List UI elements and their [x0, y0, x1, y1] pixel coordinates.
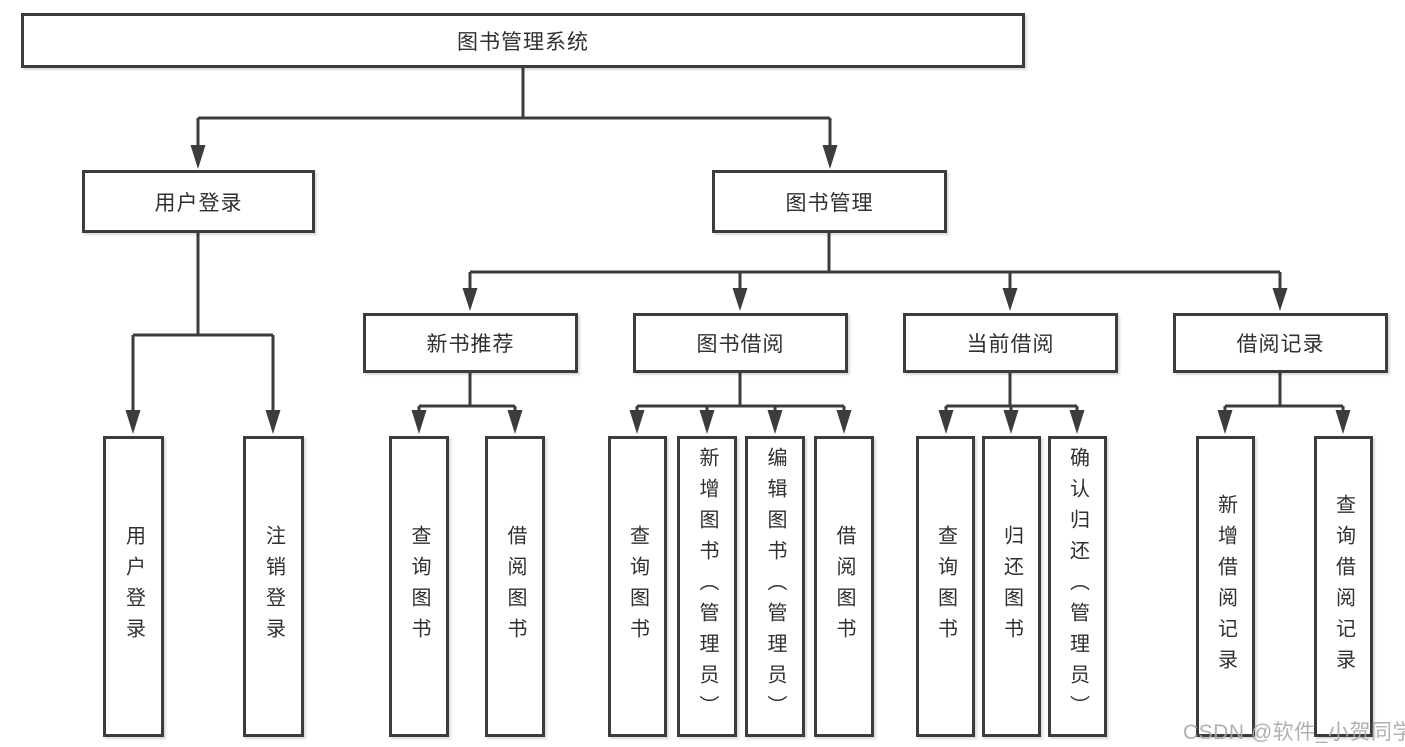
node-label: 借阅图书	[504, 524, 526, 649]
node-label: 图书管理系统	[457, 30, 589, 54]
connector-borrow-children	[635, 373, 846, 416]
leaf-edit-book-admin: 编辑图书（管理员）	[745, 436, 805, 737]
connector-root-to-level2	[196, 68, 832, 150]
node-label: 查询借阅记录	[1332, 493, 1355, 680]
connector-current-children	[944, 373, 1079, 416]
leaf-return-books: 归还图书	[982, 436, 1041, 737]
node-borrowing-records: 借阅记录	[1173, 313, 1388, 373]
arrow-down-icon	[1002, 288, 1018, 311]
leaf-borrow-books-recommend: 借阅图书	[485, 436, 545, 737]
node-book-borrowing: 图书借阅	[633, 313, 848, 373]
node-label: 用户登录	[122, 524, 145, 649]
leaf-query-books-recommend: 查询图书	[389, 436, 449, 737]
arrow-down-icon	[1272, 288, 1288, 311]
node-book-management: 图书管理	[712, 170, 947, 233]
node-root-system: 图书管理系统	[21, 13, 1025, 68]
node-label: 图书借阅	[696, 333, 785, 356]
leaf-query-borrow-record: 查询借阅记录	[1314, 436, 1373, 737]
arrow-down-icon	[699, 410, 715, 434]
connector-book-branch-to-sections	[468, 233, 1282, 291]
arrow-down-icon	[767, 410, 783, 434]
connector-records-children	[1223, 373, 1345, 416]
connector-newbook-children	[417, 373, 517, 416]
leaf-borrow-books: 借阅图书	[814, 436, 874, 737]
node-label: 当前借阅	[966, 333, 1055, 356]
watermark: CSDN @软件_小贺同学	[1183, 721, 1405, 744]
arrow-down-icon	[1069, 410, 1085, 434]
node-label: 查询图书	[626, 524, 649, 649]
arrowheads	[125, 145, 1351, 434]
arrow-down-icon	[1335, 410, 1351, 434]
arrow-down-icon	[1003, 410, 1019, 434]
node-label: 图书管理	[785, 191, 874, 215]
node-label: 注销登录	[262, 524, 285, 649]
node-label: 借阅记录	[1236, 333, 1325, 356]
leaf-logout: 注销登录	[243, 436, 304, 737]
arrow-down-icon	[629, 410, 645, 434]
leaf-query-books-borrowing: 查询图书	[608, 436, 667, 737]
leaf-confirm-return-admin: 确认归还（管理员）	[1048, 436, 1107, 737]
node-label: 编辑图书（管理员）	[764, 447, 786, 726]
arrow-down-icon	[125, 410, 141, 434]
arrow-down-icon	[265, 410, 281, 434]
node-label: 新增图书（管理员）	[696, 447, 718, 726]
leaf-user-login: 用户登录	[103, 436, 164, 737]
arrow-down-icon	[836, 410, 852, 434]
leaf-add-borrow-record: 新增借阅记录	[1196, 436, 1255, 737]
arrow-down-icon	[822, 145, 838, 169]
node-current-borrowing: 当前借阅	[903, 313, 1118, 373]
arrow-down-icon	[1217, 410, 1233, 434]
arrow-down-icon	[462, 288, 478, 311]
node-label: 查询图书	[934, 524, 957, 649]
arrow-down-icon	[411, 410, 427, 434]
node-label: 借阅图书	[833, 524, 855, 649]
arrow-down-icon	[938, 410, 954, 434]
node-user-login-branch: 用户登录	[82, 170, 315, 233]
arrow-down-icon	[732, 288, 748, 311]
node-label: 新书推荐	[426, 333, 515, 356]
node-label: 查询图书	[408, 524, 430, 649]
arrow-down-icon	[190, 145, 206, 169]
arrow-down-icon	[507, 410, 523, 434]
node-new-book-recommend: 新书推荐	[363, 313, 578, 373]
leaf-query-books-current: 查询图书	[916, 436, 975, 737]
node-label: 确认归还（管理员）	[1066, 447, 1089, 726]
leaf-add-book-admin: 新增图书（管理员）	[677, 436, 737, 737]
node-label: 新增借阅记录	[1214, 493, 1237, 680]
node-label: 用户登录	[154, 191, 243, 215]
connector-user-branch	[131, 233, 275, 414]
node-label: 归还图书	[1000, 524, 1023, 649]
